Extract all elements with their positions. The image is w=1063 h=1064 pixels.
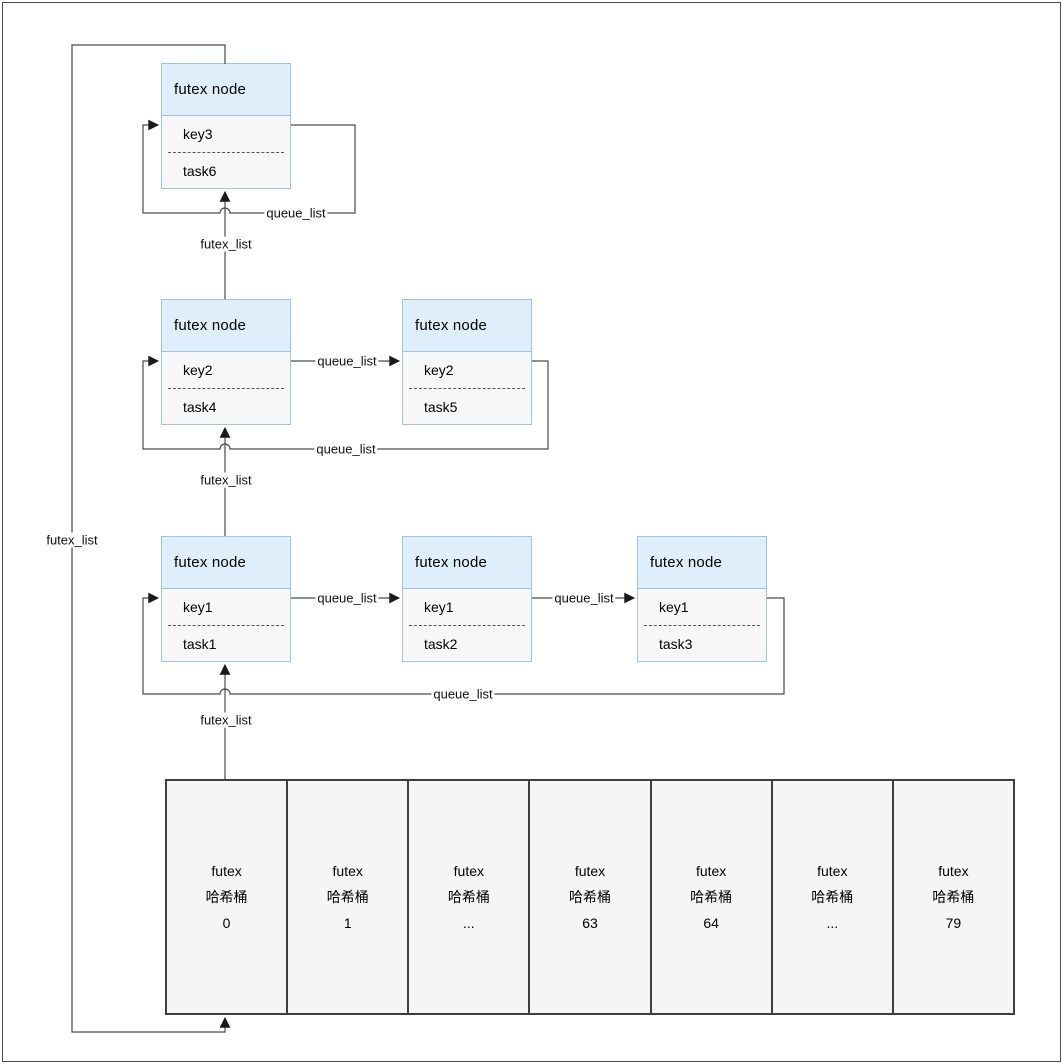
hash-bucket-64: futex 哈希桶 64 (651, 781, 773, 1013)
edge-label-futex-list-outer: futex_list (44, 532, 100, 548)
edge-label-queue-list-loop-row3: queue_list (431, 686, 495, 702)
bucket-name: futex (211, 863, 242, 879)
futex-node-key2-task5: futex node key2 task5 (402, 299, 532, 425)
node-title: futex node (638, 537, 766, 589)
futex-node-key2-task4: futex node key2 task4 (161, 299, 291, 425)
bucket-type: 哈希桶 (326, 889, 369, 905)
futex-hash-bucket-array: futex 哈希桶 0 futex 哈希桶 1 futex 哈希桶 ... fu… (165, 779, 1015, 1015)
node-task: task5 (424, 399, 458, 415)
bucket-name: futex (453, 863, 485, 879)
hash-bucket-ellipsis-1: futex 哈希桶 ... (409, 781, 531, 1013)
hash-bucket-79: futex 哈希桶 79 (893, 781, 1013, 1013)
bucket-type: 哈希桶 (205, 889, 248, 905)
node-task: task2 (424, 636, 458, 652)
bucket-name: futex (332, 863, 363, 879)
node-title: futex node (162, 537, 290, 589)
edge-label-futex-list-row3: futex_list (198, 712, 254, 728)
edge-label-queue-list-loop-row1: queue_list (264, 205, 328, 221)
edge-label-futex-list-row1: futex_list (198, 236, 254, 252)
futex-node-key1-task3: futex node key1 task3 (637, 536, 767, 662)
bucket-index: 1 (343, 915, 352, 931)
hash-bucket-1: futex 哈希桶 1 (288, 781, 410, 1013)
node-title: futex node (403, 537, 531, 589)
hash-bucket-63: futex 哈希桶 63 (530, 781, 652, 1013)
node-key: key2 (183, 362, 213, 378)
node-task: task6 (183, 163, 217, 179)
node-key: key2 (424, 362, 454, 378)
bucket-name: futex (817, 863, 848, 879)
edge-label-queue-list-loop-row2: queue_list (314, 441, 378, 457)
futex-node-key1-task1: futex node key1 task1 (161, 536, 291, 662)
bucket-name: futex (938, 863, 969, 879)
node-title: futex node (403, 300, 531, 352)
bucket-index: 63 (582, 915, 598, 931)
bucket-index: ... (826, 915, 839, 931)
node-key: key1 (659, 599, 689, 615)
futex-node-key3-task6: futex node key3 task6 (161, 63, 291, 189)
bucket-name: futex (574, 863, 606, 879)
node-task: task3 (659, 636, 693, 652)
edge-label-futex-list-row2: futex_list (198, 472, 254, 488)
bucket-type: 哈希桶 (932, 889, 975, 905)
edge-label-queue-list-next-e-f: queue_list (552, 590, 616, 606)
bucket-type: 哈希桶 (447, 889, 490, 905)
node-key: key1 (424, 599, 454, 615)
bucket-index: 64 (703, 915, 719, 931)
bucket-index: 79 (945, 915, 962, 931)
bucket-type: 哈希桶 (690, 889, 733, 905)
node-title: futex node (162, 64, 290, 116)
bucket-type: 哈希桶 (811, 889, 854, 905)
bucket-index: ... (463, 915, 475, 931)
bucket-type: 哈希桶 (568, 889, 611, 905)
hash-bucket-0: futex 哈希桶 0 (167, 781, 289, 1013)
node-key: key3 (183, 126, 213, 142)
futex-node-key1-task2: futex node key1 task2 (402, 536, 532, 662)
node-task: task1 (183, 636, 217, 652)
bucket-index: 0 (222, 915, 231, 931)
hash-bucket-ellipsis-2: futex 哈希桶 ... (772, 781, 894, 1013)
bucket-name: futex (695, 863, 727, 879)
edge-label-queue-list-next-d-e: queue_list (315, 590, 379, 606)
node-key: key1 (183, 599, 213, 615)
edge-label-queue-list-next-b-c: queue_list (315, 353, 379, 369)
node-title: futex node (162, 300, 290, 352)
node-task: task4 (183, 399, 217, 415)
